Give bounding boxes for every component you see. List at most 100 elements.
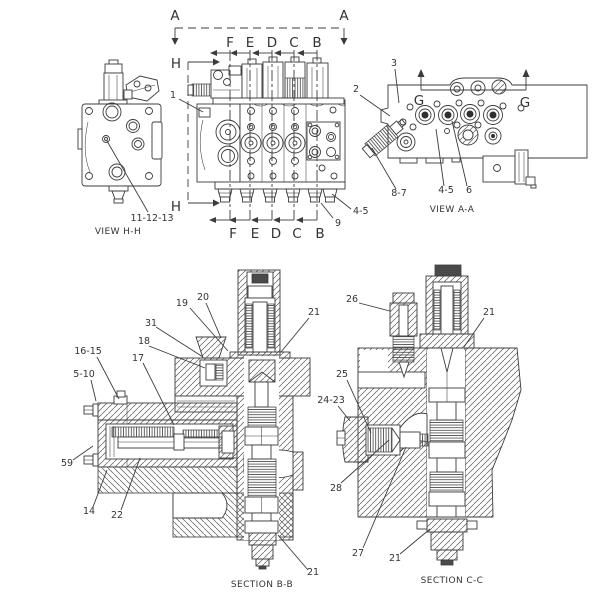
leader-line <box>178 98 204 113</box>
callout-25-label: 25 <box>336 369 348 380</box>
leader-line <box>148 345 206 369</box>
leader-line <box>337 405 351 422</box>
outlet-plate <box>306 106 341 180</box>
leader-line <box>371 147 397 190</box>
solenoid-valve <box>98 59 160 105</box>
letter-f-bottom: F <box>229 226 237 242</box>
callout-22-label: 22 <box>111 510 123 521</box>
leader-line <box>362 446 407 549</box>
letter-h-bottom: H <box>171 199 181 215</box>
letter-a-right: A <box>339 8 349 24</box>
leader-line <box>320 202 334 219</box>
right-end-blocks <box>482 149 537 189</box>
check-valve-flange <box>336 416 429 463</box>
valve-body <box>77 102 163 187</box>
letter-g-left: G <box>414 93 424 109</box>
relief-valve <box>419 264 475 388</box>
letter-e-bottom: E <box>251 226 260 242</box>
callout-3-label: 3 <box>391 58 397 69</box>
section-line-h: H H <box>171 56 220 215</box>
valve-bank <box>187 56 346 203</box>
section-ports <box>240 107 306 180</box>
callout-9-label: 9 <box>335 218 341 229</box>
callout-5-10-label: 5-10 <box>73 369 95 380</box>
view-aa-caption: VIEW A-A <box>430 205 475 215</box>
callout-59-label: 59 <box>61 458 73 469</box>
callout-24-23-label: 24-23 <box>317 395 345 406</box>
leader-line <box>358 302 391 312</box>
callout-21-right-label: 21 <box>308 307 320 318</box>
view-hh: 11-12-13 VIEW H-H <box>77 59 174 237</box>
top-view: A A H H <box>170 8 369 242</box>
leader-line <box>435 128 445 187</box>
leader-line <box>189 307 229 352</box>
flow-passage <box>172 492 228 519</box>
pilot-valve <box>389 292 418 379</box>
relief-valve <box>229 269 291 359</box>
lower-ports <box>396 124 502 152</box>
leader-line <box>331 193 352 210</box>
letter-b-bottom: B <box>315 226 324 242</box>
leader-line <box>277 534 309 571</box>
leader-line <box>346 379 372 434</box>
section-line-a: A A <box>170 8 349 45</box>
callout-4-5-label: 4-5 <box>353 206 369 217</box>
callout-20-label: 20 <box>197 292 209 303</box>
pilot-solenoid-angled <box>361 118 407 159</box>
section-lines-fedcb: F E D C B F E D C B <box>209 35 325 242</box>
callout-2-label: 2 <box>353 84 359 95</box>
bottom-fitting <box>108 185 129 204</box>
leader-line <box>340 439 390 484</box>
spool-end-caps <box>241 56 329 99</box>
callout-31-label: 31 <box>145 318 157 329</box>
callout-8-7-label: 8-7 <box>391 188 407 199</box>
port-11-12-13 <box>102 135 110 143</box>
letter-a-left: A <box>170 8 180 24</box>
leader-line <box>155 326 204 358</box>
flow-passage <box>357 371 426 389</box>
leader-line <box>96 356 120 400</box>
letter-d-bottom: D <box>271 226 281 242</box>
leader-line <box>90 379 97 402</box>
callout-27-label: 27 <box>352 548 364 559</box>
letter-h-top: H <box>171 56 181 72</box>
pilot-seat <box>195 336 227 359</box>
section-line-g: G G <box>414 69 530 111</box>
callout-28-label: 28 <box>330 483 342 494</box>
callout-26-label: 26 <box>346 294 358 305</box>
callout-21-bottom-label: 21 <box>307 567 319 578</box>
letter-c-top: C <box>289 35 298 51</box>
callout-21-top-label: 21 <box>483 307 495 318</box>
leader-line <box>106 140 149 213</box>
spool-stack <box>416 387 478 566</box>
leader-line <box>92 469 108 508</box>
callout-21-bottom-label: 21 <box>389 553 401 564</box>
leader-line <box>451 120 468 187</box>
leader-line <box>280 317 310 353</box>
leader-line <box>205 302 222 339</box>
callout-14-label: 14 <box>83 506 95 517</box>
callout-17-label: 17 <box>132 353 144 364</box>
leader-line <box>142 362 175 426</box>
callout-11-12-13-label: 11-12-13 <box>130 213 173 224</box>
callout-18-label: 18 <box>138 336 150 347</box>
work-ports <box>415 104 503 125</box>
letter-b-top: B <box>312 35 321 51</box>
top-ports <box>450 79 507 96</box>
section-cc: 26 21 25 24-23 28 27 21 SECTION C-C <box>317 264 522 586</box>
leader-line <box>120 457 141 511</box>
letter-d-top: D <box>267 35 277 51</box>
leader-line <box>394 68 400 104</box>
callout-16-15-label: 16-15 <box>74 346 102 357</box>
view-aa: G G 3 2 8-7 4-5 6 VIEW A-A <box>353 58 588 215</box>
letter-f-top: F <box>226 35 234 51</box>
leader-line <box>359 94 391 117</box>
letter-g-right: G <box>520 95 530 111</box>
callout-6-label: 6 <box>466 185 472 196</box>
bottom-plate <box>214 181 346 190</box>
pilot-valve-assembly <box>187 65 243 99</box>
leader-line <box>72 445 94 461</box>
letter-c-bottom: C <box>292 226 301 242</box>
